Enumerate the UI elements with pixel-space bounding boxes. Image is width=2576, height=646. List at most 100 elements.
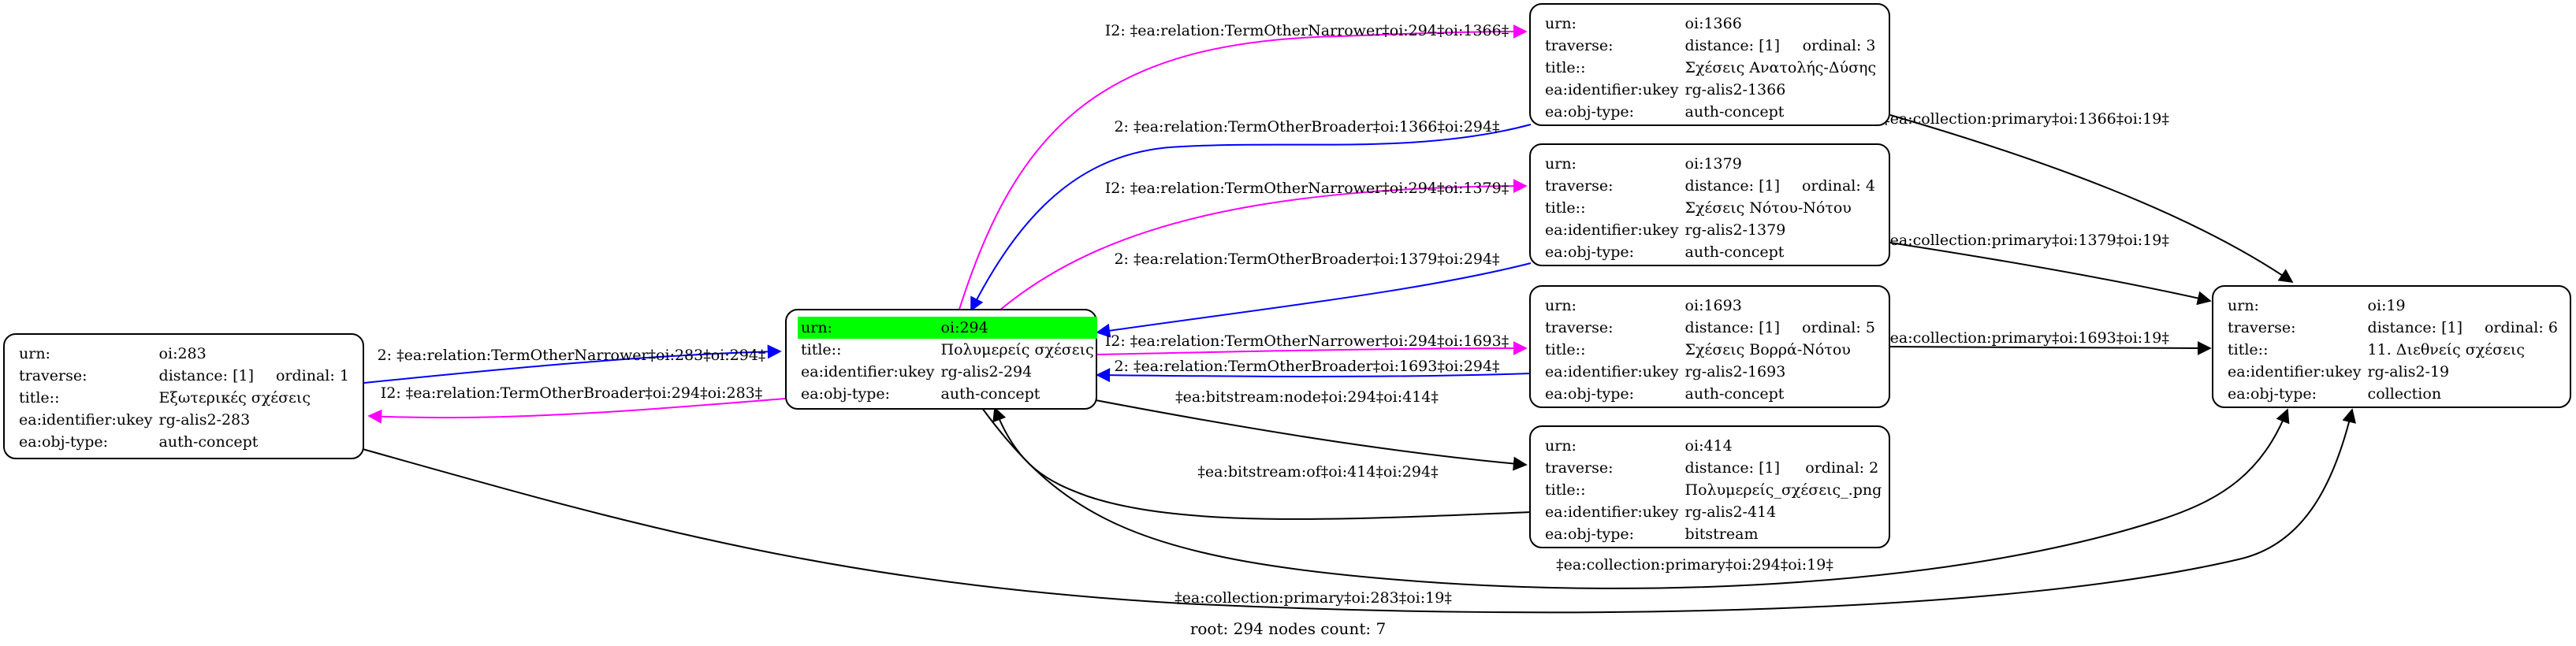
field-label-traverse: traverse: — [1545, 319, 1614, 336]
node-ukey: rg-alis2-283 — [158, 411, 251, 429]
node-ordinal: ordinal: 1 — [275, 367, 349, 384]
node-distance: distance: [1] — [1684, 319, 1780, 336]
edge-label-e2: I2: ‡ea:relation:TermOtherBroader‡oi:294… — [380, 384, 763, 402]
node-distance: distance: [1] — [1684, 177, 1780, 195]
edge-label-e9: ‡ea:bitstream:node‡oi:294‡oi:414‡ — [1175, 388, 1439, 406]
field-label-objtype: ea:obj-type: — [1545, 243, 1635, 261]
field-label-urn: urn: — [19, 345, 50, 362]
node-ordinal: ordinal: 2 — [1805, 459, 1879, 477]
node-distance: distance: [1] — [1684, 37, 1780, 54]
graph-footer: root: 294 nodes count: 7 — [1189, 619, 1387, 638]
field-label-traverse: traverse: — [19, 367, 87, 384]
field-label-urn: urn: — [1545, 297, 1576, 314]
field-label-objtype: ea:obj-type: — [1545, 103, 1635, 121]
field-label-objtype: ea:obj-type: — [19, 433, 109, 451]
field-label-urn: urn: — [1545, 15, 1576, 32]
field-label-ukey: ea:identifier:ukey — [19, 411, 153, 429]
node-oi-414[interactable]: urn: oi:414 traverse: distance: [1] ordinal… — [1529, 425, 1890, 548]
edge-283-to-19-collection — [362, 408, 2356, 614]
field-label-ukey: ea:identifier:ukey — [2228, 363, 2362, 381]
node-urn: oi:294 — [937, 317, 1097, 339]
edge-label-e4: 2: ‡ea:relation:TermOtherBroader‡oi:1366… — [1114, 118, 1500, 136]
edge-294-to-1379-narrower — [999, 179, 1528, 311]
edge-label-e7: I2: ‡ea:relation:TermOtherNarrower‡oi:29… — [1104, 332, 1509, 350]
edge-294-to-1693-narrower — [1096, 341, 1528, 356]
node-oi-283[interactable]: urn:oi:283 traverse:distance: [1]ordinal… — [3, 333, 364, 459]
field-label-objtype: ea:obj-type: — [1545, 385, 1635, 403]
edge-1366-to-19-collection — [1889, 114, 2294, 284]
node-urn: oi:414 — [1684, 437, 1733, 455]
edge-label-e13: ‡ea:collection:primary‡oi:1693‡oi:19‡ — [1882, 329, 2169, 347]
edge-label-e8: 2: ‡ea:relation:TermOtherBroader‡oi:1693… — [1114, 358, 1500, 375]
node-oi-1379[interactable]: urn: oi:1379 traverse: distance: [1] ordina… — [1529, 143, 1890, 266]
node-urn: oi:1693 — [1684, 297, 1742, 314]
node-title: Πολυμερείς σχέσεις — [940, 341, 1094, 358]
edge-label-e6: 2: ‡ea:relation:TermOtherBroader‡oi:1379… — [1114, 251, 1500, 268]
field-label-title: title:: — [1545, 59, 1586, 76]
node-title: Εξωτερικές σχέσεις — [158, 389, 311, 407]
node-title: Σχέσεις Βορρά-Νότου — [1684, 341, 1851, 358]
edge-label-e15: ‡ea:collection:primary‡oi:283‡oi:19‡ — [1174, 589, 1452, 607]
edge-294-to-1366-narrower — [958, 24, 1528, 313]
field-label-objtype: ea:obj-type: — [801, 385, 891, 403]
node-title: 11. Διεθνείς σχέσεις — [2367, 341, 2526, 358]
node-ordinal: ordinal: 3 — [1802, 37, 1876, 54]
edge-1366-to-294-broader — [970, 124, 1532, 312]
node-ukey: rg-alis2-1379 — [1684, 221, 1786, 239]
node-objtype: auth-concept — [1684, 243, 1785, 261]
field-label-title: title:: — [801, 341, 842, 358]
node-ordinal: ordinal: 5 — [1801, 319, 1875, 336]
node-urn: oi:1379 — [1684, 155, 1742, 173]
node-objtype: auth-concept — [940, 385, 1040, 403]
field-label-urn: urn: — [798, 317, 938, 339]
field-label-traverse: traverse: — [2228, 319, 2296, 336]
field-label-title: title:: — [1545, 199, 1586, 217]
node-title: Σχέσεις Ανατολής-Δύσης — [1684, 59, 1877, 76]
edge-label-e1: 2: ‡ea:relation:TermOtherNarrower‡oi:283… — [377, 347, 766, 364]
field-label-ukey: ea:identifier:ukey — [1545, 221, 1679, 239]
field-label-urn: urn: — [2228, 297, 2259, 314]
node-distance: distance: [1] — [2367, 319, 2462, 336]
field-label-traverse: traverse: — [1545, 37, 1614, 54]
field-label-title: title:: — [1545, 341, 1586, 358]
edge-294-to-414-bitstream-node — [1095, 399, 1528, 471]
edge-label-e5: I2: ‡ea:relation:TermOtherNarrower‡oi:29… — [1104, 180, 1509, 197]
field-label-urn: urn: — [1545, 155, 1576, 173]
field-label-traverse: traverse: — [1545, 459, 1614, 477]
edge-1693-to-294-broader — [1096, 368, 1532, 383]
node-oi-294-root[interactable]: urn:oi:294 title::Πολυμερείς σχέσεις ea:… — [785, 309, 1097, 410]
node-distance: distance: [1] — [1684, 459, 1780, 477]
field-label-objtype: ea:obj-type: — [1545, 525, 1635, 543]
edge-283-to-294-narrower — [363, 344, 782, 384]
field-label-title: title:: — [1545, 481, 1586, 499]
edge-label-e12: ‡ea:collection:primary‡oi:1379‡oi:19‡ — [1882, 232, 2169, 249]
node-ukey: rg-alis2-294 — [940, 363, 1033, 381]
node-ukey: rg-alis2-414 — [1684, 503, 1777, 521]
edge-294-to-283-broader — [367, 398, 786, 424]
field-label-urn: urn: — [1545, 437, 1576, 455]
node-distance: distance: [1] — [158, 367, 254, 384]
node-urn: oi:19 — [2367, 297, 2406, 314]
node-ukey: rg-alis2-1366 — [1684, 81, 1786, 98]
node-ukey: rg-alis2-1693 — [1684, 363, 1786, 381]
edge-label-e10: ‡ea:bitstream:of‡oi:414‡oi:294‡ — [1197, 463, 1439, 481]
node-objtype: auth-concept — [1684, 103, 1785, 121]
field-label-title: title:: — [2228, 341, 2269, 358]
node-objtype: auth-concept — [158, 433, 259, 451]
node-ordinal: ordinal: 6 — [2484, 319, 2558, 336]
node-urn: oi:1366 — [1684, 15, 1742, 32]
edge-1379-to-19-collection — [1889, 242, 2212, 306]
field-label-traverse: traverse: — [1545, 177, 1614, 195]
node-oi-1366[interactable]: urn: oi:1366 traverse: distance: [1] ordina… — [1529, 3, 1890, 126]
edge-label-e11: ‡ea:collection:primary‡oi:1366‡oi:19‡ — [1882, 110, 2169, 128]
field-label-ukey: ea:identifier:ukey — [1545, 363, 1679, 381]
edge-label-e14: ‡ea:collection:primary‡oi:294‡oi:19‡ — [1556, 556, 1833, 574]
node-ordinal: ordinal: 4 — [1801, 177, 1875, 195]
node-ukey: rg-alis2-19 — [2367, 363, 2450, 381]
node-title: Σχέσεις Νότου-Νότου — [1684, 199, 1852, 217]
node-oi-1693[interactable]: urn: oi:1693 traverse: distance: [1] ordina… — [1529, 285, 1890, 408]
node-oi-19[interactable]: urn: oi:19 traverse: distance: [1] ordinal:… — [2212, 285, 2571, 408]
node-objtype: collection — [2367, 385, 2442, 403]
edge-1693-to-19-collection — [1889, 340, 2212, 355]
